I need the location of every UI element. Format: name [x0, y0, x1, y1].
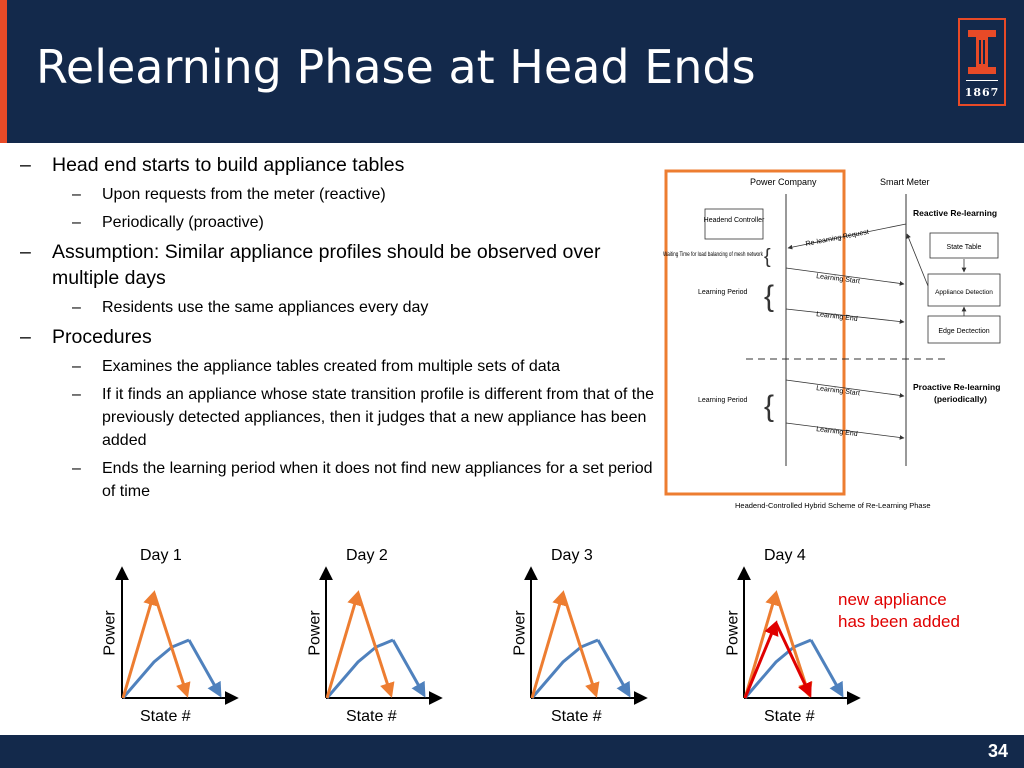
header-accent-bar	[0, 0, 7, 143]
state-table-label: State Table	[947, 244, 982, 251]
orange-profile-rise	[325, 590, 362, 699]
learning-start-label-2: Learning Start	[816, 385, 861, 397]
bullet-level1: –Procedures	[20, 324, 660, 350]
day-label: Day 4	[764, 547, 806, 564]
svg-text:{: {	[764, 246, 771, 268]
svg-text:{: {	[764, 390, 774, 423]
bullet-level2: – Upon requests from the meter (reactive)	[20, 183, 660, 206]
bullet-level1: –Assumption: Similar appliance profiles …	[20, 239, 660, 291]
learning-end-label-1: Learning End	[816, 311, 858, 323]
red-profile-rise	[743, 620, 779, 699]
bullet-dash: –	[72, 214, 81, 231]
bullet-dash: –	[20, 241, 31, 263]
blue-profile-rise	[121, 638, 190, 699]
bullet-text: Head end starts to build appliance table…	[52, 154, 405, 176]
slide-title: Relearning Phase at Head Ends	[36, 40, 756, 94]
headend-controller-label: Headend Controller	[704, 217, 765, 224]
smart-meter-label: Smart Meter	[880, 177, 930, 187]
orange-profile-fall	[356, 592, 395, 698]
diagram-caption: Headend-Controlled Hybrid Scheme of Re-L…	[735, 501, 931, 510]
bullet-dash: –	[72, 386, 81, 403]
appliance-detection-box	[927, 273, 1001, 307]
new-appliance-annotation: new appliance has been added	[838, 589, 960, 633]
bullet-text: If it finds an appliance whose state tra…	[102, 386, 655, 449]
slide-header: Relearning Phase at Head Ends 1867	[0, 0, 1024, 143]
headend-controller-box	[704, 208, 764, 240]
blue-profile-fall	[187, 639, 222, 698]
slide-footer: 34	[0, 735, 1024, 768]
graph-day2	[319, 566, 443, 705]
day-label: Day 2	[346, 547, 388, 564]
bullet-text: Upon requests from the meter (reactive)	[102, 186, 386, 203]
university-logo: 1867	[958, 18, 1006, 106]
logo-year: 1867	[964, 86, 1000, 99]
bullet-dash: –	[20, 326, 31, 348]
proactive-relearning-label: Proactive Re-learning	[913, 382, 1000, 392]
learning-period-label-1: Learning Period	[698, 289, 748, 296]
state-axis-label: State #	[551, 708, 602, 725]
column-logo-icon	[966, 30, 998, 81]
bullet-list: –Head end starts to build appliance tabl…	[20, 152, 660, 508]
relearning-request-label: Re-learning Request	[805, 229, 869, 248]
graph-day3	[524, 566, 648, 705]
orange-profile-rise	[743, 590, 780, 699]
relearning-sequence-diagram: Power Company Smart Meter Headend Contro…	[663, 169, 1001, 510]
orange-profile-rise	[530, 590, 567, 699]
day-label: Day 1	[140, 547, 182, 564]
bullet-text: Assumption: Similar appliance profiles s…	[52, 241, 601, 289]
blue-profile-fall	[391, 639, 426, 698]
blue-profile-rise	[530, 638, 599, 699]
graph-day1	[115, 566, 239, 705]
bullet-text: Periodically (proactive)	[102, 214, 264, 231]
annotation-line2: has been added	[838, 612, 960, 631]
edge-detection-box	[927, 315, 1001, 344]
day-label: Day 3	[551, 547, 593, 564]
blue-profile-fall	[809, 639, 844, 698]
reactive-relearning-label: Reactive Re-learning	[913, 208, 997, 218]
page-number: 34	[987, 741, 1008, 761]
orange-profile-fall	[152, 592, 191, 698]
proactive-periodic-label: (periodically)	[934, 394, 987, 404]
power-company-highlight-box	[664, 169, 846, 496]
state-table-box	[929, 232, 999, 259]
bullet-level1: –Head end starts to build appliance tabl…	[20, 152, 660, 178]
bullet-text: Procedures	[52, 326, 152, 348]
learning-period-label-2: Learning Period	[698, 397, 748, 404]
bullet-dash: –	[72, 358, 81, 375]
bullet-level2: – Residents use the same appliances every…	[20, 296, 660, 319]
bullet-text: Examines the appliance tables created fr…	[102, 358, 561, 375]
bullet-text: Residents use the same appliances every …	[102, 299, 429, 316]
bullet-dash: –	[20, 154, 31, 176]
svg-text:{: {	[764, 280, 774, 313]
bullet-dash: –	[72, 186, 81, 203]
learning-start-label-1: Learning Start	[816, 273, 861, 285]
edge-detection-label: Edge Dectection	[938, 328, 989, 335]
red-profile-fall	[774, 622, 812, 698]
graph-day4	[737, 566, 861, 705]
learning-end-label-2: Learning End	[816, 426, 858, 438]
bullet-text: Ends the learning period when it does no…	[102, 460, 653, 500]
orange-profile-rise	[121, 590, 158, 699]
bullet-level2: – If it finds an appliance whose state tr…	[20, 383, 660, 452]
state-axis-label: State #	[346, 708, 397, 725]
bullet-dash: –	[72, 299, 81, 316]
headend-controller-text: Headend Controller	[704, 217, 765, 224]
bullet-level2: – Ends the learning period when it does n…	[20, 457, 660, 503]
appliance-detection-label: Appliance Detection	[935, 289, 993, 296]
blue-profile-rise	[743, 638, 812, 699]
waiting-time-label: Waiting Time for load balancing of mesh …	[663, 251, 764, 258]
state-axis-label: State #	[140, 708, 191, 725]
power-company-label: Power Company	[750, 177, 817, 187]
bullet-level2: – Periodically (proactive)	[20, 211, 660, 234]
bullet-level2: – Examines the appliance tables created f…	[20, 355, 660, 378]
annotation-line1: new appliance	[838, 590, 947, 609]
blue-profile-fall	[596, 639, 631, 698]
orange-profile-fall	[561, 592, 600, 698]
blue-profile-rise	[325, 638, 394, 699]
state-axis-label: State #	[764, 708, 815, 725]
bullet-dash: –	[72, 460, 81, 477]
